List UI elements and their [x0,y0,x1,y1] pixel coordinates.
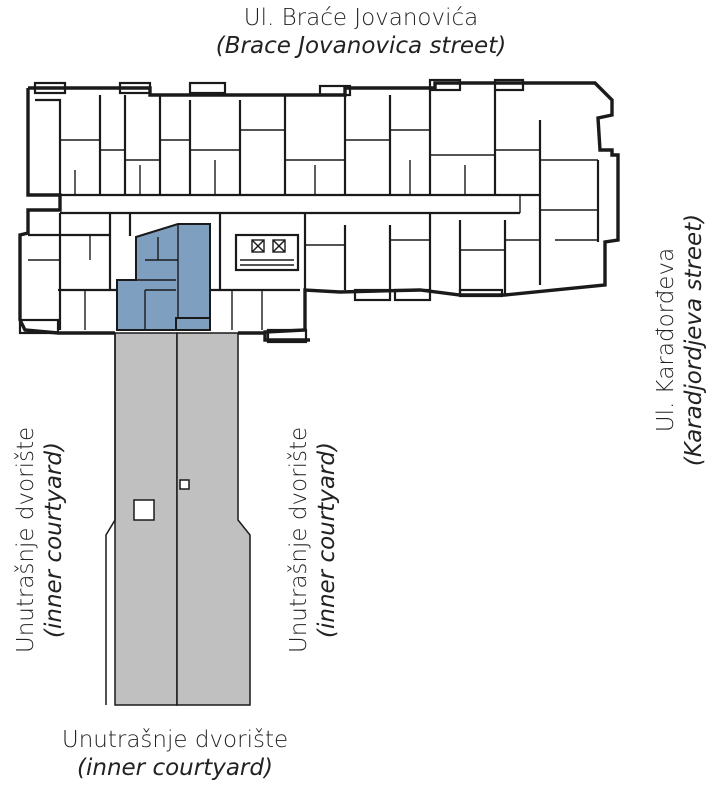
top-street-name: Ul. Braće Jovanovića [243,5,479,31]
courtyard-area [105,332,251,706]
bottom-courtyard-subtitle: (inner courtyard) [77,755,273,781]
bottom-courtyard-name: Unutrašnje dvorište [61,727,289,753]
left-courtyard-subtitle: (inner courtyard) [41,442,67,638]
courtyard-right-strip [176,332,251,706]
highlighted-unit[interactable] [116,223,211,331]
mid-courtyard-name: Unutrašnje dvorište [286,426,312,654]
mid-courtyard-subtitle: (inner courtyard) [314,442,340,638]
courtyard-square-large [133,499,155,521]
left-courtyard-label: Unutrašnje dvorište (inner courtyard) [12,390,68,690]
top-street-subtitle: (Brace Jovanovica street) [215,33,507,59]
building-walls [18,78,620,344]
right-street-subtitle: (Karadjordjeva street) [681,213,707,467]
top-street-label: Ul. Braće Jovanovića (Brace Jovanovica s… [0,4,722,60]
right-street-name: Ul. Karađorđeva [653,247,679,433]
left-courtyard-name: Unutrašnje dvorište [13,426,39,654]
right-street-label: Ul. Karađorđeva (Karadjordjeva street) [652,160,708,520]
bottom-courtyard-label: Unutrašnje dvorište (inner courtyard) [0,726,350,782]
courtyard-left-edge [105,333,116,705]
mid-courtyard-label: Unutrašnje dvorište (inner courtyard) [285,390,341,690]
courtyard-square-small [179,479,190,490]
